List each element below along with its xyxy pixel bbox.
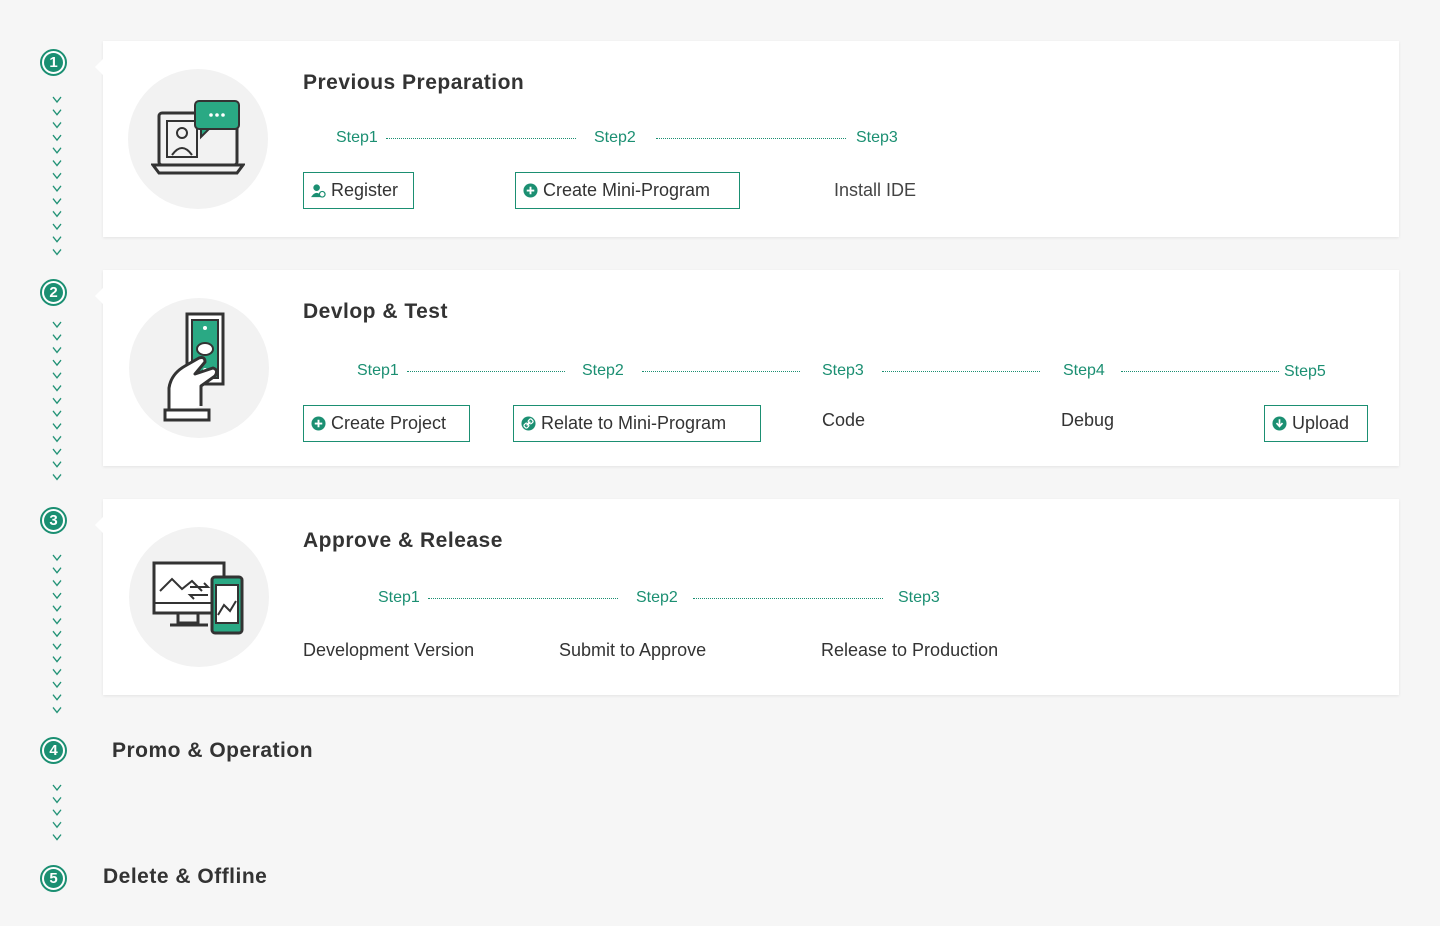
create-project-button[interactable]: Create Project: [303, 405, 470, 442]
timeline-connector: [51, 783, 63, 845]
step-label: Step2: [582, 362, 624, 379]
section-title-delete-offline: Delete & Offline: [103, 865, 268, 888]
section-card-devlop-test: Devlop & Test Step1 Step2 Step3 Step4 St…: [95, 270, 1399, 466]
section-title: Previous Preparation: [303, 71, 525, 94]
step-connector: [656, 138, 846, 139]
monitor-phone-sync-icon: [129, 527, 269, 667]
submit-to-approve-text: Submit to Approve: [559, 640, 707, 660]
step-label: Step4: [1063, 362, 1105, 379]
step-connector: [882, 371, 1040, 372]
chevron-down-icon: [51, 320, 63, 485]
section-title-promo-operation: Promo & Operation: [112, 739, 314, 762]
register-button-label: Register: [331, 180, 399, 200]
step-connector: [642, 371, 800, 372]
step-connector: [386, 138, 576, 139]
timeline-connector: [51, 320, 63, 485]
step-label: Step1: [378, 589, 420, 606]
relate-to-mini-program-label: Relate to Mini-Program: [541, 413, 727, 433]
code-text: Code: [822, 410, 866, 430]
step-number-1: 1: [40, 49, 67, 76]
step-label: Step1: [336, 129, 378, 146]
chevron-down-icon: [51, 783, 63, 845]
hand-money-icon: [129, 298, 269, 438]
create-project-label: Create Project: [331, 413, 447, 433]
step-connector: [693, 598, 883, 599]
install-ide-text: Install IDE: [834, 180, 917, 200]
chevron-down-icon: [51, 553, 63, 718]
step-number-2: 2: [40, 279, 67, 306]
step-number-3: 3: [40, 507, 67, 534]
step-label: Step2: [594, 129, 636, 146]
create-mini-program-label: Create Mini-Program: [543, 180, 711, 200]
step-connector: [1121, 371, 1279, 372]
release-to-production-text: Release to Production: [821, 640, 999, 660]
register-button[interactable]: Register: [303, 172, 414, 209]
laptop-chat-icon: [128, 69, 268, 209]
timeline-connector: [51, 553, 63, 718]
link-icon: [521, 416, 536, 431]
section-card-previous-preparation: Previous Preparation Step1 Step2 Step3 R…: [95, 41, 1399, 237]
section-title: Approve & Release: [303, 529, 503, 552]
chevron-down-icon: [51, 95, 63, 260]
section-card-approve-release: Approve & Release Step1 Step2 Step3 Deve…: [95, 499, 1399, 695]
section-title: Devlop & Test: [303, 300, 448, 323]
step-number-4: 4: [40, 737, 67, 764]
user-icon: [311, 184, 326, 198]
step-label: Step1: [357, 362, 399, 379]
relate-to-mini-program-button[interactable]: Relate to Mini-Program: [513, 405, 761, 442]
step-number-5: 5: [40, 865, 67, 892]
step-connector: [428, 598, 618, 599]
step-label: Step3: [856, 129, 898, 146]
plus-circle-icon: [523, 183, 538, 198]
upload-button[interactable]: Upload: [1264, 405, 1368, 442]
download-icon: [1272, 416, 1287, 431]
upload-button-label: Upload: [1292, 413, 1350, 433]
step-label: Step2: [636, 589, 678, 606]
step-label: Step3: [822, 362, 864, 379]
step-connector: [407, 371, 565, 372]
step-label: Step3: [898, 589, 940, 606]
debug-text: Debug: [1061, 410, 1115, 430]
development-version-text: Development Version: [303, 640, 475, 660]
create-mini-program-button[interactable]: Create Mini-Program: [515, 172, 740, 209]
step-label: Step5: [1284, 363, 1326, 380]
plus-circle-icon: [311, 416, 326, 431]
timeline-connector: [51, 95, 63, 260]
